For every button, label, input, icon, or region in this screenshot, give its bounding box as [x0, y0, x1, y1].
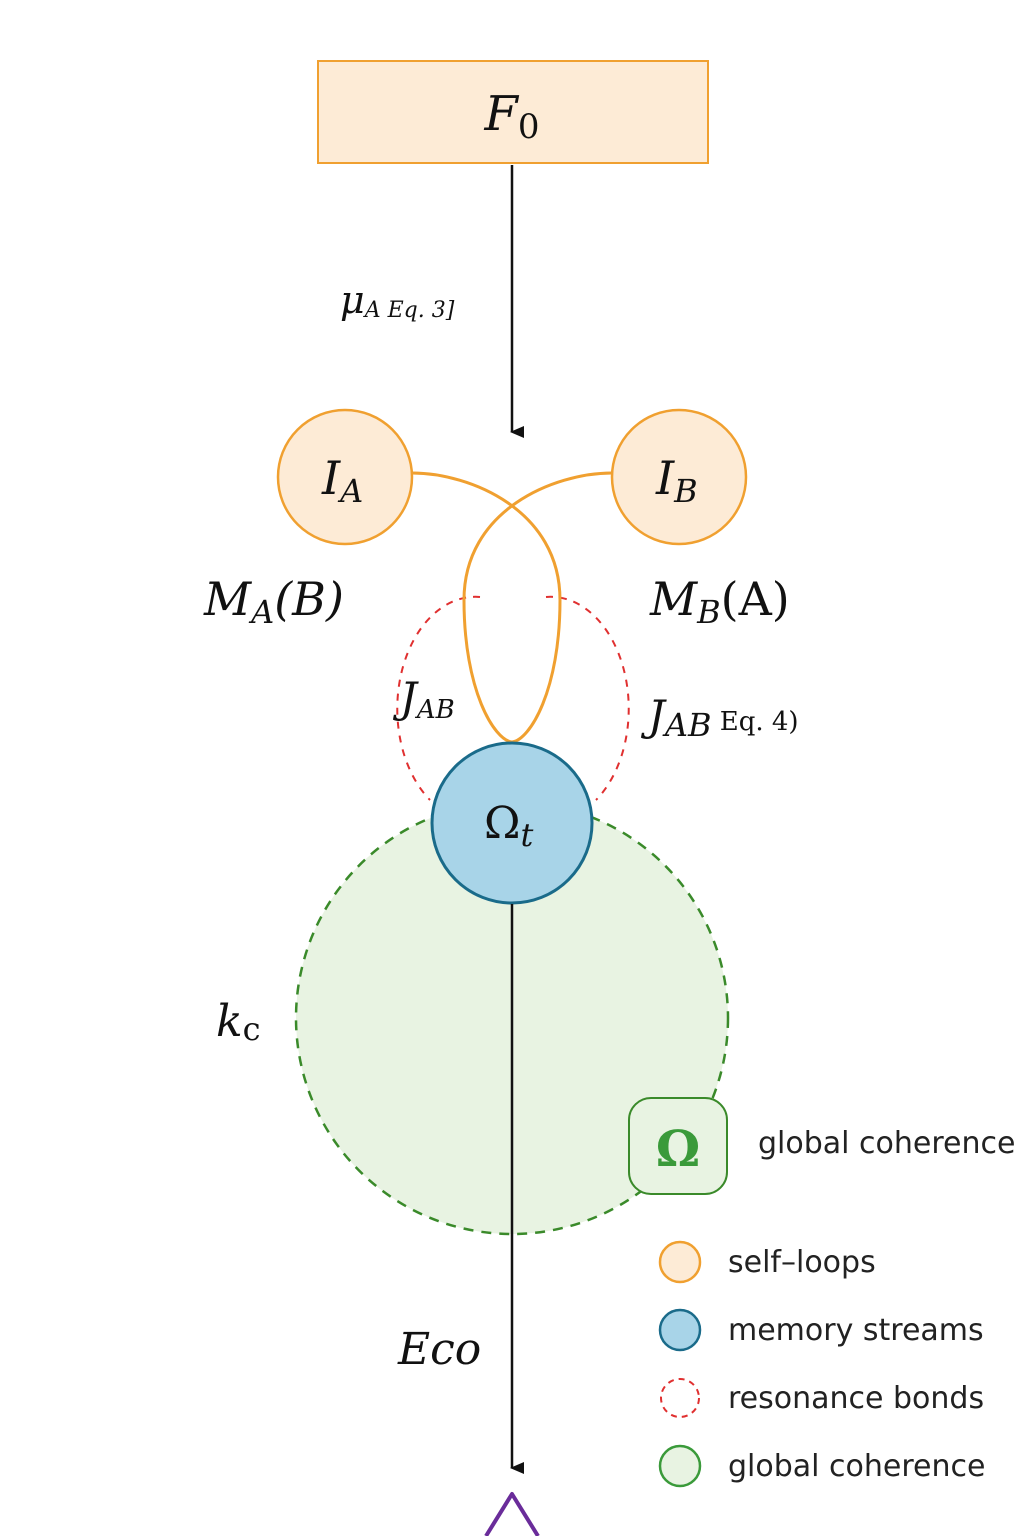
eco-label: Eco — [397, 1324, 481, 1375]
memory-streams-swatch-icon — [658, 1308, 702, 1352]
ia-label: IA — [321, 451, 363, 510]
badge-caption: global coherence — [758, 1126, 1015, 1161]
ia-node — [276, 408, 414, 546]
omega-t-node — [430, 741, 594, 905]
global-coherence-swatch-icon — [658, 1444, 702, 1488]
kc-label: kc — [216, 996, 261, 1048]
mb-label: MB(A) — [649, 572, 790, 631]
self-loop-from-ib — [462, 471, 613, 744]
omega-badge-icon: Ω — [656, 1119, 701, 1178]
legend-label: resonance bonds — [728, 1381, 984, 1416]
legend-item-resonance-bonds: resonance bonds — [660, 1378, 984, 1418]
delta-triangle-icon — [484, 1492, 540, 1536]
self-loops-swatch-icon — [658, 1240, 702, 1284]
ib-label: IB — [655, 451, 698, 510]
jab-left-label: JAB — [392, 673, 455, 725]
legend-label: global coherence — [728, 1449, 985, 1484]
ib-node — [610, 408, 748, 546]
f0-box — [317, 60, 709, 164]
legend-item-global-coherence: global coherence — [658, 1444, 985, 1488]
f0-label: F0 — [484, 86, 540, 147]
legend-label: memory streams — [728, 1313, 984, 1348]
self-loop-from-ia — [411, 471, 562, 744]
legend-item-self-loops: self–loops — [658, 1240, 876, 1284]
omega-t-label: Ωt — [484, 798, 533, 854]
legend-label: self–loops — [728, 1245, 876, 1280]
omega-badge — [628, 1097, 728, 1195]
mu-label: μA Eq. 3] — [340, 278, 455, 323]
resonance-bond-right-arc — [545, 595, 630, 801]
legend: self–loops memory streams resonance bond… — [658, 1240, 985, 1488]
ma-label: MA(B) — [203, 572, 344, 631]
legend-item-memory-streams: memory streams — [658, 1308, 984, 1352]
resonance-bonds-swatch-icon — [660, 1378, 700, 1418]
jab-right-label: JAB Eq. 4) — [640, 691, 799, 744]
resonance-bond-left-arc — [396, 595, 481, 801]
